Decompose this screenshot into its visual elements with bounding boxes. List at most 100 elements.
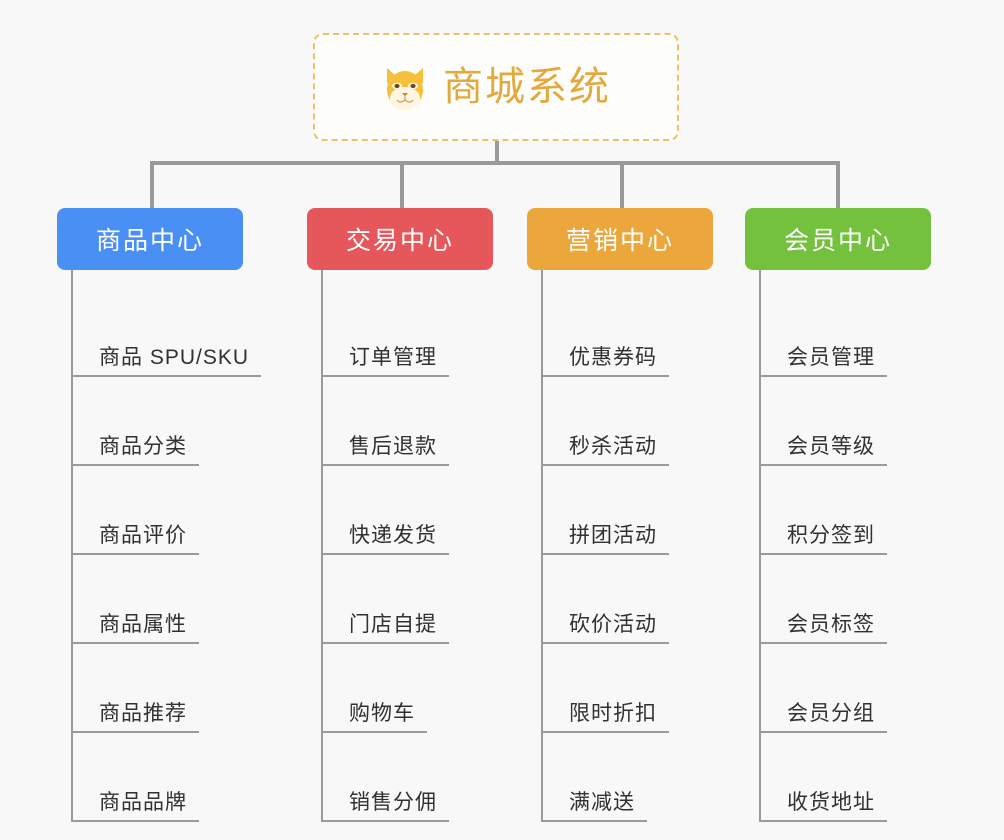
list-item-label: 秒杀活动 <box>569 435 657 458</box>
list-item[interactable]: 满减送 <box>527 733 713 822</box>
item-underline <box>541 731 669 733</box>
item-underline <box>541 464 669 466</box>
list-item-label: 售后退款 <box>349 435 437 458</box>
list-item[interactable]: 商品分类 <box>57 377 243 466</box>
list-item-label: 限时折扣 <box>569 702 657 725</box>
category-header-marketing-center[interactable]: 营销中心 <box>527 208 713 270</box>
list-item[interactable]: 商品推荐 <box>57 644 243 733</box>
item-underline <box>541 553 669 555</box>
category-title: 商品中心 <box>95 227 204 255</box>
column-product-center: 商品中心 商品 SPU/SKU 商品分类 商品评价 商品属性 商品推荐 <box>57 208 261 822</box>
list-item[interactable]: 优惠券码 <box>527 288 713 377</box>
list-item[interactable]: 门店自提 <box>307 555 493 644</box>
item-underline <box>321 820 449 822</box>
list-item[interactable]: 积分签到 <box>745 466 931 555</box>
list-item-label: 拼团活动 <box>569 524 657 547</box>
list-item-label: 会员分组 <box>787 702 875 725</box>
connector-horizontal-bus <box>150 161 840 165</box>
item-underline <box>759 731 887 733</box>
list-item-label: 收货地址 <box>787 791 875 814</box>
list-item-label: 优惠券码 <box>569 346 657 369</box>
list-item-label: 销售分佣 <box>349 791 437 814</box>
list-item[interactable]: 秒杀活动 <box>527 377 713 466</box>
list-item-label: 快递发货 <box>349 524 437 547</box>
list-item[interactable]: 会员管理 <box>745 288 931 377</box>
item-list-product-center: 商品 SPU/SKU 商品分类 商品评价 商品属性 商品推荐 商品品牌 <box>57 270 261 822</box>
list-item[interactable]: 砍价活动 <box>527 555 713 644</box>
list-item[interactable]: 商品品牌 <box>57 733 243 822</box>
connector-drop-3 <box>620 161 624 208</box>
list-item[interactable]: 订单管理 <box>307 288 493 377</box>
item-underline <box>759 553 887 555</box>
item-list-trade-center: 订单管理 售后退款 快递发货 门店自提 购物车 销售分佣 <box>307 270 493 822</box>
category-header-member-center[interactable]: 会员中心 <box>745 208 931 270</box>
list-item-label: 满减送 <box>569 791 635 814</box>
list-item-label: 会员等级 <box>787 435 875 458</box>
list-item-label: 订单管理 <box>349 346 437 369</box>
list-item-label: 商品品牌 <box>99 791 187 814</box>
item-underline <box>321 642 449 644</box>
item-underline <box>541 375 669 377</box>
list-item-label: 积分签到 <box>787 524 875 547</box>
connector-root-stem <box>495 141 499 163</box>
list-item[interactable]: 商品属性 <box>57 555 243 644</box>
item-underline <box>321 375 449 377</box>
list-item-label: 商品属性 <box>99 613 187 636</box>
trunk-line <box>541 270 543 822</box>
item-underline <box>759 375 887 377</box>
item-underline <box>71 375 261 377</box>
list-item[interactable]: 购物车 <box>307 644 493 733</box>
item-underline <box>321 553 449 555</box>
list-item-label: 商品分类 <box>99 435 187 458</box>
list-item-label: 砍价活动 <box>569 613 657 636</box>
item-underline <box>541 642 669 644</box>
connector-drop-4 <box>836 161 840 208</box>
item-underline <box>71 820 199 822</box>
item-underline <box>759 820 887 822</box>
list-item[interactable]: 拼团活动 <box>527 466 713 555</box>
list-item[interactable]: 会员分组 <box>745 644 931 733</box>
category-header-trade-center[interactable]: 交易中心 <box>307 208 493 270</box>
list-item[interactable]: 收货地址 <box>745 733 931 822</box>
list-item[interactable]: 会员标签 <box>745 555 931 644</box>
shiba-dog-icon <box>381 62 429 112</box>
item-underline <box>71 553 199 555</box>
item-list-marketing-center: 优惠券码 秒杀活动 拼团活动 砍价活动 限时折扣 满减送 <box>527 270 713 822</box>
list-item[interactable]: 快递发货 <box>307 466 493 555</box>
list-item[interactable]: 销售分佣 <box>307 733 493 822</box>
list-item[interactable]: 商品评价 <box>57 466 243 555</box>
column-marketing-center: 营销中心 优惠券码 秒杀活动 拼团活动 砍价活动 限时折扣 <box>527 208 713 822</box>
list-item-label: 购物车 <box>349 702 415 725</box>
list-item-label: 商品推荐 <box>99 702 187 725</box>
list-item[interactable]: 会员等级 <box>745 377 931 466</box>
root-node[interactable]: 商城系统 <box>313 33 679 141</box>
item-list-member-center: 会员管理 会员等级 积分签到 会员标签 会员分组 收货地址 <box>745 270 931 822</box>
item-underline <box>759 464 887 466</box>
list-item-label: 商品 SPU/SKU <box>99 346 250 369</box>
category-header-product-center[interactable]: 商品中心 <box>57 208 243 270</box>
list-item-label: 会员标签 <box>787 613 875 636</box>
root-title: 商城系统 <box>443 65 611 109</box>
list-item-label: 会员管理 <box>787 346 875 369</box>
column-member-center: 会员中心 会员管理 会员等级 积分签到 会员标签 会员分组 <box>745 208 931 822</box>
item-underline <box>321 464 449 466</box>
column-trade-center: 交易中心 订单管理 售后退款 快递发货 门店自提 购物车 <box>307 208 493 822</box>
category-title: 营销中心 <box>565 227 674 255</box>
list-item[interactable]: 限时折扣 <box>527 644 713 733</box>
item-underline <box>541 820 647 822</box>
list-item-label: 门店自提 <box>349 613 437 636</box>
item-underline <box>71 464 199 466</box>
item-underline <box>71 642 199 644</box>
list-item[interactable]: 商品 SPU/SKU <box>57 288 261 377</box>
item-underline <box>321 731 427 733</box>
item-underline <box>759 642 887 644</box>
category-title: 会员中心 <box>783 227 892 255</box>
list-item[interactable]: 售后退款 <box>307 377 493 466</box>
trunk-line <box>321 270 323 822</box>
trunk-line <box>759 270 761 822</box>
category-title: 交易中心 <box>345 227 454 255</box>
connector-drop-1 <box>150 161 154 208</box>
list-item-label: 商品评价 <box>99 524 187 547</box>
item-underline <box>71 731 199 733</box>
